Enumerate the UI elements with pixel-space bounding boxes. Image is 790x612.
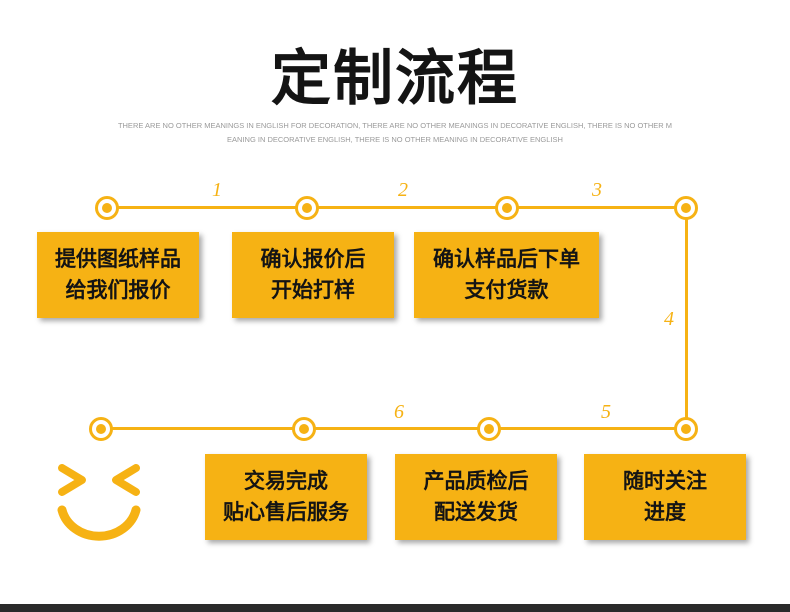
step-5-line-2: 配送发货 xyxy=(434,500,518,524)
flow-line-bottom xyxy=(101,427,686,430)
subtitle-line-1: THERE ARE NO OTHER MEANINGS IN ENGLISH F… xyxy=(117,121,673,130)
smiley-icon xyxy=(57,464,141,541)
step-box-6: 交易完成 贴心售后服务 xyxy=(205,454,367,540)
step-number-5: 5 xyxy=(601,401,611,423)
step-1-line-2: 给我们报价 xyxy=(65,278,171,302)
flow-node xyxy=(89,417,113,441)
flow-line-right xyxy=(685,208,688,428)
page-title: 定制流程 xyxy=(271,44,519,114)
step-box-1: 提供图纸样品 给我们报价 xyxy=(37,232,199,318)
step-number-4: 4 xyxy=(664,308,674,330)
step-number-6: 6 xyxy=(394,401,404,423)
step-4-line-1: 随时关注 xyxy=(623,469,707,493)
bottom-bar xyxy=(0,604,790,612)
step-1-line-1: 提供图纸样品 xyxy=(55,247,181,271)
step-box-4: 随时关注 进度 xyxy=(584,454,746,540)
step-4-line-2: 进度 xyxy=(644,500,686,524)
step-box-2: 确认报价后 开始打样 xyxy=(232,232,394,318)
step-6-line-1: 交易完成 xyxy=(244,469,328,493)
flow-node xyxy=(95,196,119,220)
flow-node xyxy=(674,417,698,441)
step-2-line-2: 开始打样 xyxy=(271,278,355,302)
flow-node xyxy=(295,196,319,220)
flow-node xyxy=(292,417,316,441)
step-3-line-1: 确认样品后下单 xyxy=(433,247,580,271)
step-3-line-2: 支付货款 xyxy=(464,278,549,302)
step-5-line-1: 产品质检后 xyxy=(423,469,529,493)
flow-node xyxy=(495,196,519,220)
step-6-line-2: 贴心售后服务 xyxy=(223,500,349,524)
step-number-3: 3 xyxy=(592,179,602,201)
flow-node xyxy=(674,196,698,220)
step-box-3: 确认样品后下单 支付货款 xyxy=(414,232,599,318)
decorative-subtitle: THERE ARE NO OTHER MEANINGS IN ENGLISH F… xyxy=(115,119,675,147)
flow-line-top xyxy=(107,206,686,209)
subtitle-line-2: EANING IN DECORATIVE ENGLISH, THERE IS N… xyxy=(227,135,563,144)
step-number-2: 2 xyxy=(398,179,408,201)
step-box-5: 产品质检后 配送发货 xyxy=(395,454,557,540)
step-number-1: 1 xyxy=(212,179,222,201)
step-2-line-1: 确认报价后 xyxy=(260,247,366,271)
flow-node xyxy=(477,417,501,441)
